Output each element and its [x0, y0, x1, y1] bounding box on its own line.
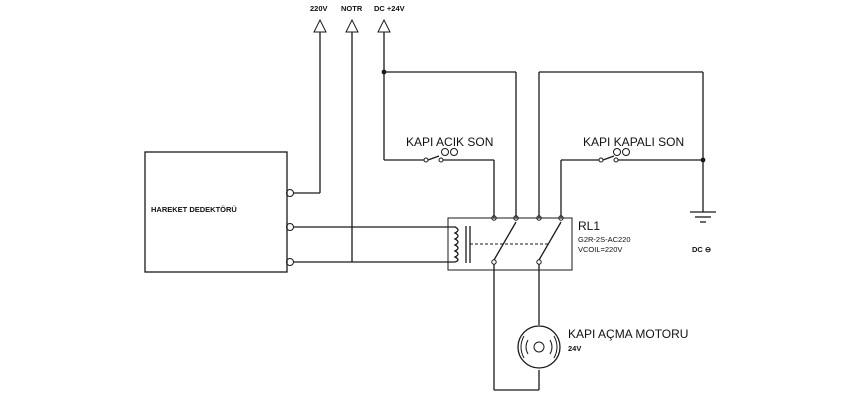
relay-coil	[452, 226, 459, 263]
limit-switch-closed-label: KAPI KAPALI SON	[583, 135, 684, 149]
ground-symbol: DC ⊖	[690, 211, 716, 254]
motion-detector-box	[144, 151, 288, 273]
supply-neutral-arrow	[345, 18, 359, 33]
supply-220v-label: 220V	[310, 4, 328, 13]
motion-detector-label: HAREKET DEDEKTÖRÜ	[151, 205, 237, 214]
door-motor: KAPI AÇMA MOTORU 24V	[517, 325, 688, 369]
relay-coil-rating: VCOIL=220V	[578, 245, 622, 254]
limit-switch-closed: KAPI KAPALI SON	[560, 135, 706, 218]
supply-neutral-label: NOTR	[341, 4, 363, 13]
supply-220v: 220V	[310, 4, 328, 193]
relay-box	[447, 217, 573, 271]
limit-switch-open: KAPI ACIK SON	[384, 135, 495, 218]
supply-dc24: DC +24V	[374, 4, 405, 160]
relay-model: G2R-2S-AC220	[578, 235, 631, 244]
supply-dc24-label: DC +24V	[374, 4, 405, 13]
relay-rl1: RL1 G2R-2S-AC220 VCOIL=220V	[447, 215, 631, 271]
motor-name: KAPI AÇMA MOTORU	[568, 327, 688, 341]
supply-dc24-arrow	[377, 18, 391, 33]
motion-detector: HAREKET DEDEKTÖRÜ	[144, 151, 452, 273]
motor-symbol	[517, 325, 561, 369]
limit-switch-open-label: KAPI ACIK SON	[406, 135, 493, 149]
supply-neutral: NOTR	[341, 4, 363, 262]
motor-voltage: 24V	[568, 344, 581, 353]
relay-name: RL1	[578, 219, 600, 233]
ground-label: DC ⊖	[692, 245, 712, 254]
supply-220v-arrow	[313, 18, 327, 33]
